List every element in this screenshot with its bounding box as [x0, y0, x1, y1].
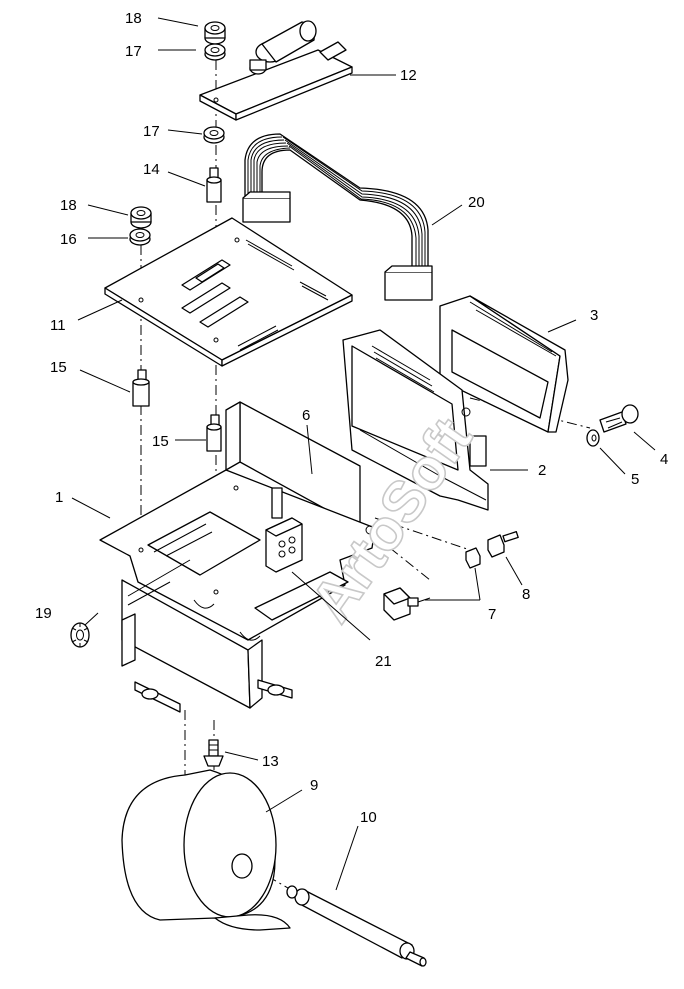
- part-15-standoff-left: [132, 369, 150, 407]
- callout-18: 18: [60, 197, 77, 214]
- part-1-chassis: [99, 401, 376, 713]
- callout-8: 8: [522, 586, 530, 603]
- part-18-nut-top: [204, 21, 226, 45]
- callout-12: 12: [400, 67, 417, 84]
- callout-labels: 18 17 12 17 14 20 18 16 3 11 15 6 15 4 2…: [35, 10, 668, 826]
- part-12-small-pcb: [199, 20, 353, 121]
- part-17-washer-top: [204, 43, 226, 61]
- callout-1: 1: [55, 489, 63, 506]
- part-7-knob: [383, 587, 431, 621]
- callout-6: 6: [302, 407, 310, 424]
- callout-2: 2: [538, 462, 546, 479]
- part-17-washer-mid: [203, 126, 225, 144]
- callout-14: 14: [143, 161, 160, 178]
- callout-9: 9: [310, 777, 318, 794]
- part-15-standoff-right: [206, 414, 222, 452]
- part-19-lock-washer: [70, 622, 90, 648]
- callout-4: 4: [660, 451, 668, 468]
- part-9-paper-roll: [121, 769, 291, 931]
- callout-18: 18: [125, 10, 142, 27]
- callout-15: 15: [152, 433, 169, 450]
- part-21-connector: [265, 487, 303, 573]
- part-13-screw: [203, 739, 224, 767]
- part-16-washer-left: [129, 228, 151, 246]
- part-3-cover: [439, 295, 569, 433]
- part-4-screw: [599, 404, 639, 433]
- callout-20: 20: [468, 194, 485, 211]
- part-20-ribbon-cable: [242, 133, 433, 301]
- part-11-main-pcb: [104, 217, 353, 367]
- callout-15: 15: [50, 359, 67, 376]
- part-2-bracket: [342, 329, 489, 511]
- callout-17: 17: [125, 43, 142, 60]
- part-5-washer: [586, 429, 600, 447]
- part-7-clip: [465, 547, 481, 569]
- callout-19: 19: [35, 605, 52, 622]
- callout-7: 7: [488, 606, 496, 623]
- leader-lines: [71, 17, 656, 891]
- part-10-shaft: [286, 885, 427, 967]
- callout-5: 5: [631, 471, 639, 488]
- center-lines: [140, 40, 591, 896]
- callout-16: 16: [60, 231, 77, 248]
- part-8-screw: [487, 531, 519, 558]
- callout-3: 3: [590, 307, 598, 324]
- callout-11: 11: [50, 317, 66, 334]
- callout-10: 10: [360, 809, 377, 826]
- callout-13: 13: [262, 753, 279, 770]
- callout-17: 17: [143, 123, 160, 140]
- part-18-nut-left: [130, 206, 152, 229]
- callout-21: 21: [375, 653, 392, 670]
- part-14-standoff: [206, 167, 222, 203]
